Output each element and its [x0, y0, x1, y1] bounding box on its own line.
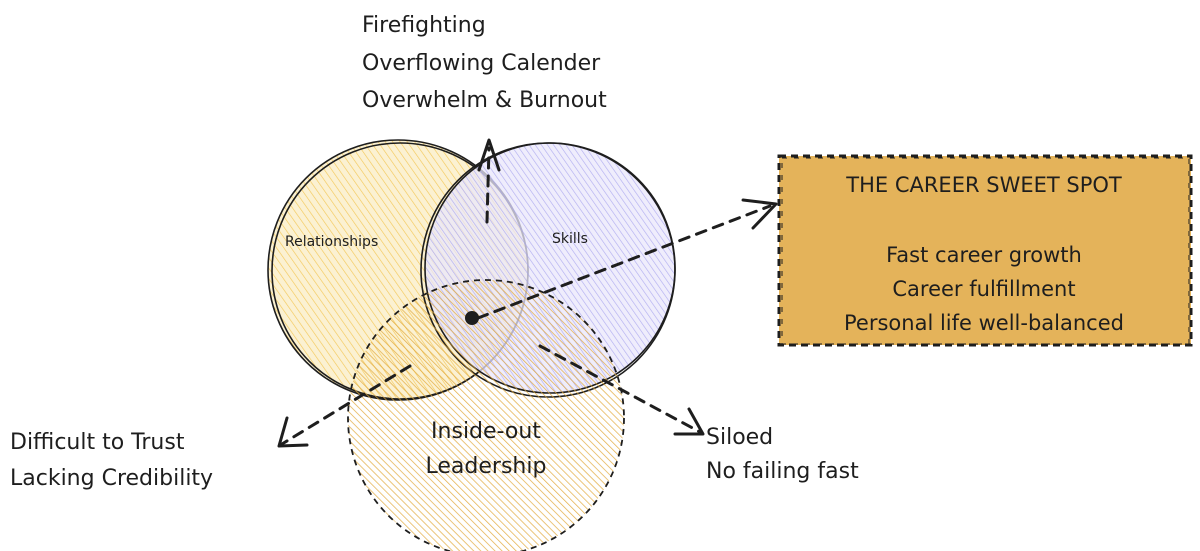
sweet-spot-line-1: Fast career growth	[886, 243, 1082, 267]
arrow-to-right-note	[538, 344, 705, 436]
top-note-line-2: Overflowing Calender	[362, 51, 601, 76]
sweet-spot-line-3: Personal life well-balanced	[844, 311, 1124, 335]
arrow-to-top-note	[477, 138, 501, 224]
sweet-spot-line-2: Career fulfillment	[892, 277, 1075, 301]
arrow-to-sweet-spot	[476, 198, 778, 320]
right-note-line-1: Siloed	[706, 425, 773, 450]
leadership-circle	[347, 279, 625, 551]
leadership-label-line-1: Inside-out	[431, 419, 541, 444]
skills-label: Skills	[552, 231, 588, 247]
right-note: Siloed No failing fast	[706, 425, 859, 484]
top-note-line-1: Firefighting	[362, 13, 486, 38]
relationships-label: Relationships	[285, 234, 378, 250]
arrow-to-left-note	[277, 364, 412, 448]
left-note-line-1: Difficult to Trust	[10, 430, 185, 455]
sweet-spot-title: THE CAREER SWEET SPOT	[845, 173, 1122, 197]
left-note-line-2: Lacking Credibility	[10, 466, 213, 491]
leadership-label-line-2: Leadership	[426, 454, 547, 479]
top-note-line-3: Overwhelm & Burnout	[362, 88, 607, 113]
sweet-spot-marker	[465, 311, 479, 325]
sweet-spot-box: THE CAREER SWEET SPOT Fast career growth…	[777, 154, 1193, 347]
right-note-line-2: No failing fast	[706, 459, 859, 484]
top-note: Firefighting Overflowing Calender Overwh…	[362, 13, 607, 113]
left-note: Difficult to Trust Lacking Credibility	[10, 430, 213, 491]
